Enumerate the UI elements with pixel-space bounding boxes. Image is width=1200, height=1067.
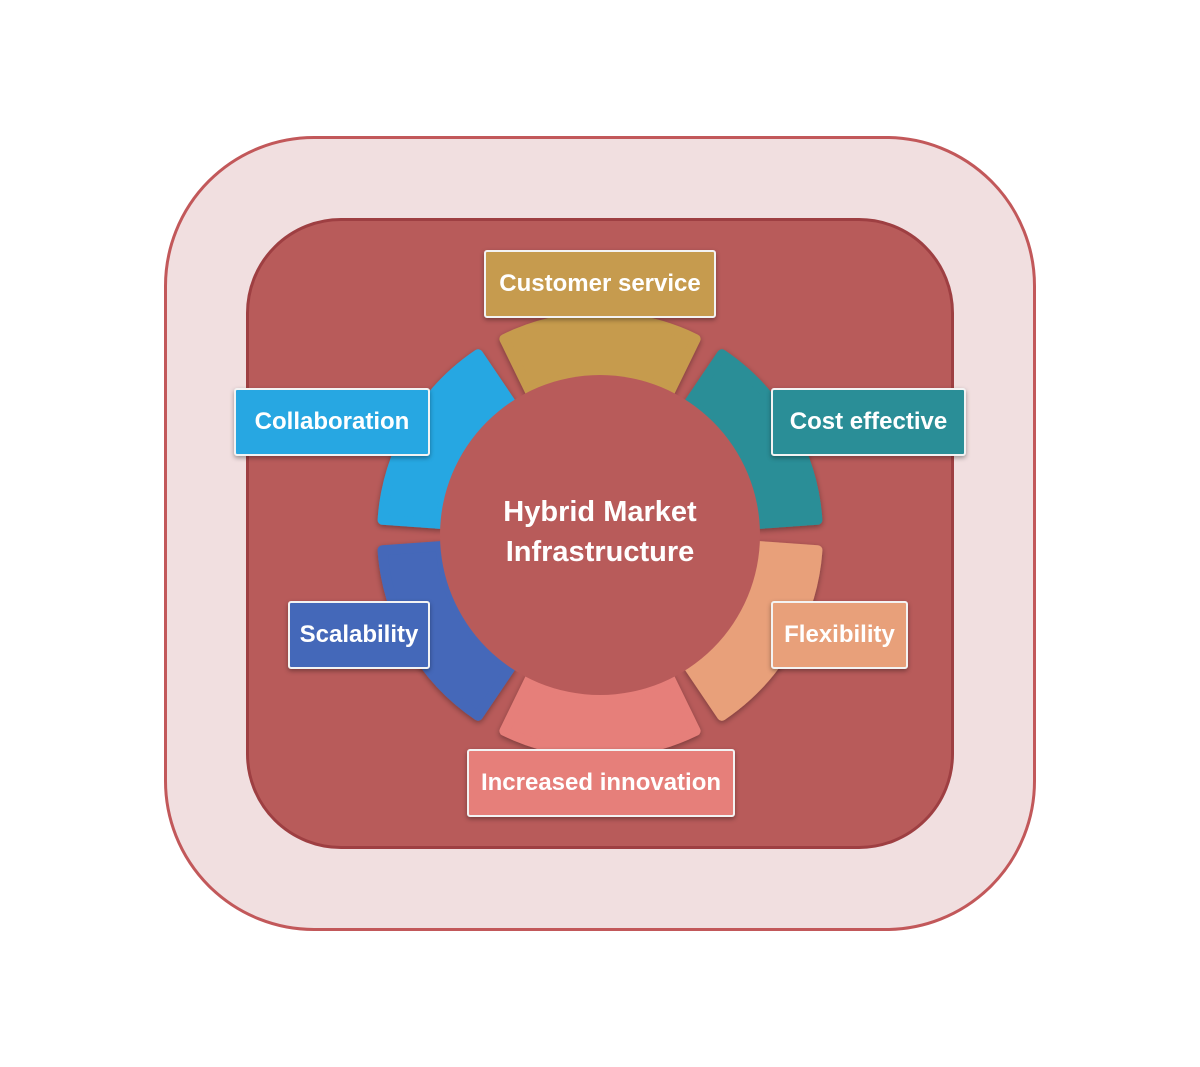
label-increased-innovation: Increased innovation xyxy=(467,749,735,817)
center-circle xyxy=(440,375,760,695)
label-flexibility: Flexibility xyxy=(771,601,908,669)
label-customer-service: Customer service xyxy=(484,250,716,318)
center-title-line-1: Hybrid Market xyxy=(503,496,697,528)
center-title: Hybrid Market Infrastructure xyxy=(450,492,750,572)
label-collaboration: Collaboration xyxy=(234,388,430,456)
center-title-line-2: Infrastructure xyxy=(505,536,695,568)
label-cost-effective: Cost effective xyxy=(771,388,966,456)
label-scalability: Scalability xyxy=(288,601,430,669)
